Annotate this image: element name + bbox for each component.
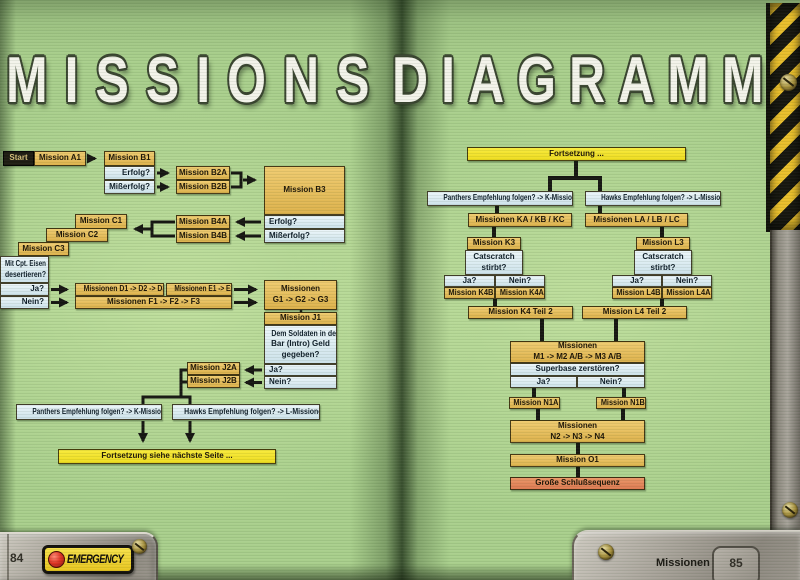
node-hawks-links: Hawks Empfehlung folgen? -> L-Missionen [172,404,320,420]
emergency-light-icon [48,551,65,568]
page-spine-shadow [350,0,450,580]
node-e: Missionen E1 -> E2 [166,283,232,296]
screw-icon [782,502,798,518]
screw-icon [598,544,614,560]
node-hawks-rechts: Hawks Empfehlung folgen? -> L-Missionen [585,191,721,206]
node-k-nein: Nein? [495,275,545,287]
node-n1b: Mission N1B [596,397,646,409]
node-b4a: Mission B4A [176,215,230,229]
node-f: Missionen F1 -> F2 -> F3 [75,296,232,309]
node-b2b: Mission B2B [176,180,230,194]
node-k4a: Mission K4A [495,287,545,299]
node-j1-nein: Nein? [264,376,337,389]
node-panthers-rechts: Panthers Empfehlung folgen? -> K-Mission… [427,191,573,206]
node-b3: Mission B3 [264,166,345,215]
node-schluss: Große Schlußsequenz [510,477,645,490]
node-panthers-links: Panthers Empfehlung folgen? -> K-Mission… [16,404,162,420]
node-k3: Mission K3 [467,237,521,250]
screw-icon [132,539,147,554]
page-title-left: MISSIONS [6,43,387,117]
node-b1-erfolg: Erfolg? [104,166,155,180]
node-eisen-nein: Nein? [0,296,49,309]
node-l4-teil2: Mission L4 Teil 2 [582,306,687,319]
node-j1-ja: Ja? [264,364,337,376]
node-l-ja: Ja? [612,275,662,287]
node-fortsetzung-rechts: Fortsetzung ... [467,147,686,161]
node-la: Missionen LA / LB / LC [585,213,688,227]
node-k4-teil2: Mission K4 Teil 2 [468,306,573,319]
node-b3-erfolg: Erfolg? [264,215,345,229]
node-n1a: Mission N1A [509,397,560,409]
node-l3: Mission L3 [636,237,690,250]
node-b3-misserfolg: Mißerfolg? [264,229,345,243]
hazard-stripes [766,3,800,232]
node-b4b: Mission B4B [176,229,230,243]
node-o1: Mission O1 [510,454,645,467]
page-number-slot: 85 [712,546,760,580]
node-b1: Mission B1 [104,151,155,166]
node-start: Start [3,151,34,166]
node-a1: Mission A1 [34,151,86,166]
node-j1: Mission J1 [264,312,337,325]
node-j2b: Mission J2B [187,375,240,388]
page-number-right: 85 [729,556,743,570]
right-metal-strip [770,230,800,580]
node-ka: Missionen KA / KB / KC [468,213,572,227]
node-eisen-ja: Ja? [0,283,49,296]
bottom-right-plate: Missionen 85 [572,530,800,580]
node-j2a: Mission J2A [187,362,240,375]
plate-seam [7,534,9,580]
node-m-ja: Ja? [510,376,577,388]
screw-icon [780,74,797,91]
node-fortsetzung-links: Fortsetzung siehe nächste Seite ... [58,449,276,464]
page-title-right: DIAGRAMM [392,43,777,117]
node-k-ja: Ja? [444,275,495,287]
node-c3: Mission C3 [18,242,69,256]
page-number-left: 84 [10,551,24,565]
node-superbase: Superbase zerstören? [510,363,645,376]
footer-section-label: Missionen [656,557,710,569]
emergency-logo-text: EMERGENCY [67,553,124,566]
emergency-logo: EMERGENCY [42,545,134,574]
node-b2a: Mission B2A [176,166,230,180]
bottom-left-plate: 84 EMERGENCY [0,532,158,580]
node-d: Missionen D1 -> D2 -> D3 [75,283,164,296]
node-c2: Mission C2 [46,228,108,242]
node-k4b: Mission K4B [444,287,495,299]
node-l-nein: Nein? [662,275,712,287]
node-l4a: Mission L4A [662,287,712,299]
node-l4b: Mission L4B [612,287,662,299]
node-b1-misserfolg: Mißerfolg? [104,180,155,194]
node-c1: Mission C1 [75,214,127,229]
node-m-nein: Nein? [577,376,645,388]
